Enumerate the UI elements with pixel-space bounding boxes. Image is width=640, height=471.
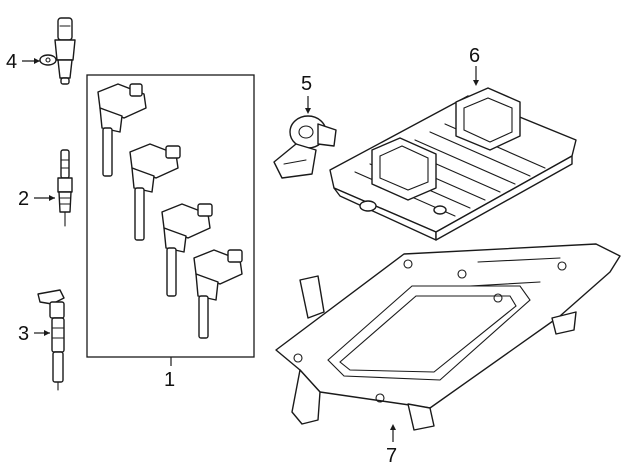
callout-7: 7 xyxy=(386,445,397,467)
ignition-coil-set-icon xyxy=(97,83,243,339)
spark-plug-icon xyxy=(57,149,73,227)
leader-arrow-5 xyxy=(305,108,311,114)
leader-arrow-2 xyxy=(49,195,55,201)
ignition-coil-4 xyxy=(193,249,243,339)
ecm-connector-right xyxy=(455,87,521,151)
callout-6: 6 xyxy=(469,45,480,67)
ignition-coil-2 xyxy=(129,143,181,241)
leader-arrow-7 xyxy=(390,424,396,430)
ignition-coil-3 xyxy=(161,203,213,297)
knock-sensor-icon xyxy=(273,115,337,179)
module-bracket-icon xyxy=(275,243,621,431)
callout-5: 5 xyxy=(301,73,312,95)
ecm-connector-left xyxy=(371,137,437,201)
engine-control-module-icon xyxy=(329,87,577,241)
callout-4: 4 xyxy=(6,51,17,73)
callout-1: 1 xyxy=(164,369,175,391)
position-sensor-icon xyxy=(39,17,76,85)
callout-2: 2 xyxy=(18,188,29,210)
leader-arrow-3 xyxy=(44,330,50,336)
leader-arrow-4 xyxy=(34,58,40,64)
ignition-coil-1 xyxy=(97,83,147,177)
leader-arrow-6 xyxy=(473,80,479,86)
sensor-connector-icon xyxy=(37,289,65,391)
callout-3: 3 xyxy=(18,323,29,345)
